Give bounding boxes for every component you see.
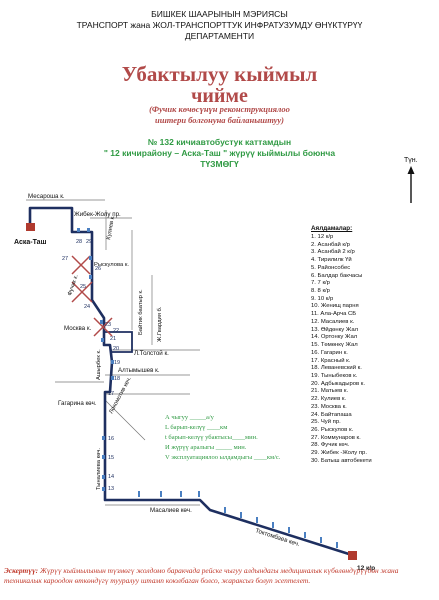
street-lines (26, 199, 200, 506)
street-masalieva: Масалиев көч. (150, 507, 192, 514)
stop-number: 28 (76, 239, 82, 245)
stop-number: 13 (108, 486, 114, 492)
route-title-line-3: ТҮЗМӨГҮ (200, 159, 239, 169)
terminal-start-icon (26, 223, 35, 231)
street-gagarina: Гагарина көч. (58, 400, 97, 407)
route-info-length: L барып-келүү ____км (165, 424, 228, 431)
stop-item: 16. Гагарин к. (311, 349, 348, 356)
stop-item: 4. Тирилилк Үй (311, 257, 352, 264)
stop-number: 27 (62, 256, 68, 262)
street-moskva: Москва к. (64, 325, 92, 332)
stops-list: 1. 12 к/р 2. Асанбай к/р 3. Асанбай 2 к/… (311, 234, 372, 466)
stop-item: 11. Ала-Арча СБ (311, 311, 357, 318)
street-altymyshev: Алтымышев к. (118, 367, 160, 374)
stop-item: 9. 10 к/р (311, 295, 334, 302)
stop-number: 25 (80, 284, 86, 290)
stop-item: 15. Төмөнкү Жал (311, 342, 358, 349)
stop-markers (77, 228, 338, 548)
stop-number: 16 (108, 436, 114, 442)
street-jibek-jolu: Жибек-Жолу пр. (74, 211, 121, 218)
stop-number: 19 (114, 360, 120, 366)
stop-item: 17. Красный к. (311, 357, 351, 364)
footer-note: Эскертүү: Жүрүү кыймылынын түзмөгү жолдо… (4, 566, 434, 585)
stop-number: 23 (105, 322, 111, 328)
stop-number: 20 (113, 346, 119, 352)
stop-item: 8. 8 к/р (311, 288, 330, 295)
stop-item: 24. Байтапаша (311, 411, 352, 418)
header-line-2: ТРАНСПОРТ жана ЖОЛ-ТРАНСПОРТТУК ИНФРАТУЗ… (76, 20, 363, 30)
stop-number: 21 (110, 336, 116, 342)
stop-number: 17 (108, 391, 114, 397)
route-info-departure: А чыгуу _____а/у (165, 414, 214, 421)
stop-item: 5. Районсобес (311, 264, 351, 271)
stop-item: 14. Ортонку Жал (311, 334, 358, 341)
stop-item: 6. Балдар бакчасы (311, 272, 363, 279)
street-ashyrbek: Ашырбек к. (96, 349, 102, 380)
stop-number: 24 (84, 304, 90, 310)
stop-item: 19. Тыныбеков к. (311, 372, 358, 379)
stop-item: 18. Леваневский к. (311, 365, 362, 372)
stop-item: 27. Коммунаров к. (311, 434, 361, 441)
stop-number: 26 (95, 266, 101, 272)
north-arrow-icon (407, 166, 415, 203)
stop-item: 1. 12 к/р (311, 234, 334, 240)
stop-item: 25. Чуй пр. (311, 419, 341, 426)
header-line-3: ДЕПАРТАМЕНТИ (184, 31, 255, 41)
stop-item: 2. Асанбай к/р (311, 241, 350, 248)
street-fuchik: Фучик к. (67, 274, 80, 297)
stop-item: 23. Москва к. (311, 403, 347, 410)
footer-text: Жүрүү кыймылынын түзмөгү жолдомо баракча… (4, 566, 399, 585)
title-line-2: чийме (191, 85, 248, 107)
route-title-line-1: № 132 кичиавтобустук каттамдын (147, 137, 292, 147)
header-line-1: БИШКЕК ШААРЫНЫН МЭРИЯСЫ (151, 9, 288, 19)
stop-item: 20. Адбыкадыров к. (311, 380, 365, 387)
route-line (28, 206, 353, 557)
route-info-time: t барып-келүү убактысы____мин. (165, 434, 258, 441)
route-info-speed: V эксплуатациялоо ылдамдыгы ____км/с. (165, 454, 281, 461)
stop-item: 29. Жибек -Жолу пр. (311, 450, 367, 457)
street-baitik: Байтик баатыр к. (137, 289, 144, 335)
footer-label: Эскертүү: (4, 566, 39, 575)
route-title-line-2: " 12 кичирайону – Аска-Таш " жүрүү кыймы… (103, 148, 336, 158)
street-tolstoy: Л.Толстой к. (134, 350, 169, 357)
north-label: Түн. (404, 157, 418, 164)
title-line-1: Убактылуу кыймыл (121, 62, 318, 86)
subtitle-line-1: (Фучик көчөсүнүн реконструкциялоо (149, 104, 290, 114)
stop-number: 14 (108, 474, 114, 480)
stops-legend-title: Аялдамалар: (311, 225, 353, 232)
stop-item: 10. Женищ парня (311, 303, 359, 310)
stop-item: 3. Асанбай 2 к/р (311, 249, 355, 256)
stop-item: 22. Кулиев к. (311, 396, 347, 403)
stop-item: 21. Матыев к. (311, 388, 349, 395)
stop-item: 28. Фучик көч. (311, 442, 350, 449)
stop-item: 12. Масалиев к. (311, 318, 355, 325)
stop-item: 7. 7 к/р (311, 280, 330, 287)
stop-item: 13. Өйдөнку Жал (311, 326, 359, 333)
stop-number: 15 (108, 455, 114, 461)
street-gvardiya: Ж.Гвардия б. (157, 306, 163, 342)
terminal-start-label: Аска-Таш (14, 239, 47, 246)
street-kuliev: Кулиев к. (106, 214, 116, 240)
route-info-interval: И жүрүү аралыгы _____ мин. (165, 444, 247, 451)
closure-cross-icons (71, 255, 113, 337)
stop-number: 29 (86, 239, 92, 245)
stop-item: 26. Рыскулов к. (311, 426, 354, 433)
stop-item: 30. Батыш автобекети (311, 457, 372, 464)
terminal-end-icon (348, 551, 357, 560)
terminal-end-label: 12 к/р (357, 565, 375, 572)
street-mesarosha: Месароша к. (28, 193, 65, 200)
stop-number: 22 (113, 328, 119, 334)
route-loop (104, 331, 133, 353)
street-ryskulova: Рыскулова к. (94, 262, 129, 268)
stop-number: 18 (114, 376, 120, 382)
street-tynalieva: Тыналиева көч. (96, 448, 102, 490)
subtitle-line-2: иштери болгонуна байланыштуу) (155, 115, 284, 125)
